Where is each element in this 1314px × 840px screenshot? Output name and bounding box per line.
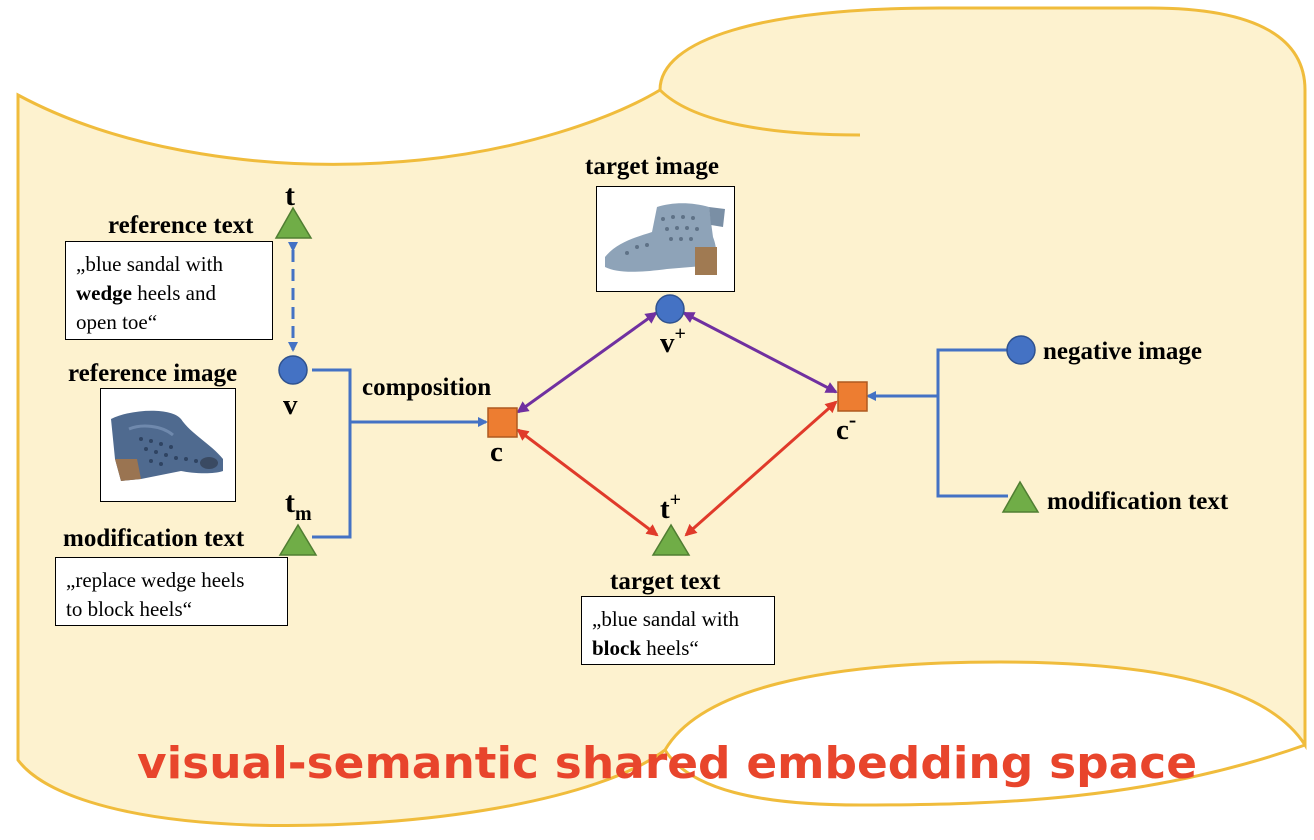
reference-text-line2: wedge heels and — [76, 279, 262, 308]
label-v: v — [283, 389, 298, 421]
modification-text-line1: „replace wedge heels — [66, 568, 245, 592]
label-c-minus: c- — [836, 407, 856, 446]
target-text-line2: block heels“ — [592, 634, 764, 663]
node-v-plus-circle — [655, 294, 685, 324]
node-c-square — [487, 407, 518, 438]
label-c: c — [490, 436, 503, 468]
target-text-box: „blue sandal with block heels“ — [581, 596, 775, 665]
edge-c-t-plus — [516, 428, 659, 537]
target-text-line1: „blue sandal with — [592, 607, 739, 631]
node-t-plus-triangle — [651, 523, 691, 556]
edge-negatives-to-composition — [936, 348, 1008, 498]
label-modification-text-left: modification text — [63, 525, 245, 552]
edge-c-minus-t-plus — [684, 400, 838, 537]
modification-text-line2: to block heels“ — [66, 597, 192, 621]
node-v-circle — [278, 355, 308, 385]
node-negative-image-circle — [1006, 335, 1036, 365]
node-modification-text-right-triangle — [1001, 480, 1040, 513]
reference-shoe-illustration — [111, 410, 223, 481]
target-text-line2-rest: heels“ — [641, 636, 699, 660]
reference-text-line1: „blue sandal with — [76, 252, 223, 276]
label-v-plus: v+ — [660, 323, 686, 359]
node-t-triangle — [274, 206, 313, 239]
reference-text-box: „blue sandal with wedge heels and open t… — [65, 241, 273, 340]
node-t-m-triangle — [278, 523, 318, 556]
label-negative-image: negative image — [1043, 338, 1202, 365]
label-t-m: tm — [285, 486, 312, 525]
edge-v-to-composition — [312, 368, 352, 539]
edge-c-v-plus — [516, 311, 658, 414]
scroll-fold-bottom — [663, 743, 1306, 807]
banner-title: visual-semantic shared embedding space — [137, 738, 1197, 789]
label-t-plus: t+ — [660, 489, 681, 525]
reference-text-line2-rest: heels and — [132, 281, 216, 305]
edge-v-plus-c-minus — [682, 311, 838, 394]
embedding-space-region — [16, 6, 1307, 827]
reference-image — [100, 388, 236, 502]
modification-text-box: „replace wedge heels to block heels“ — [55, 557, 288, 626]
target-text-bold: block — [592, 636, 642, 660]
label-target-image: target image — [585, 153, 719, 180]
label-t: t — [285, 179, 295, 212]
label-composition: composition — [362, 374, 491, 401]
reference-text-bold: wedge — [76, 281, 132, 305]
target-shoe-illustration — [605, 203, 725, 275]
reference-text-line3: open toe“ — [76, 310, 158, 334]
scroll-fold-top — [658, 88, 861, 137]
label-reference-text: reference text — [108, 212, 254, 239]
label-target-text: target text — [610, 568, 721, 595]
label-modification-text-right: modification text — [1047, 488, 1229, 515]
label-reference-image: reference image — [68, 360, 237, 387]
target-image — [596, 186, 735, 292]
node-c-minus-square — [837, 381, 868, 412]
